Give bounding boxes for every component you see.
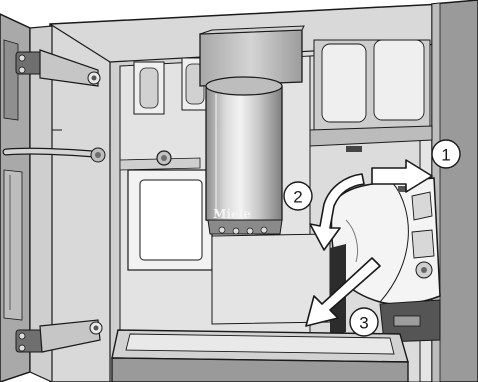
callout-1-number: 1 (441, 146, 450, 165)
callout-1: 1 (432, 140, 460, 168)
lower-left-panel (128, 170, 212, 270)
callout-2-number: 2 (293, 188, 302, 207)
selector-knob (157, 151, 171, 165)
drip-tray (112, 330, 408, 382)
callout-3: 3 (350, 308, 378, 336)
callout-3-number: 3 (359, 314, 368, 333)
brand-label: Miele (213, 207, 251, 221)
callout-2: 2 (284, 182, 312, 210)
